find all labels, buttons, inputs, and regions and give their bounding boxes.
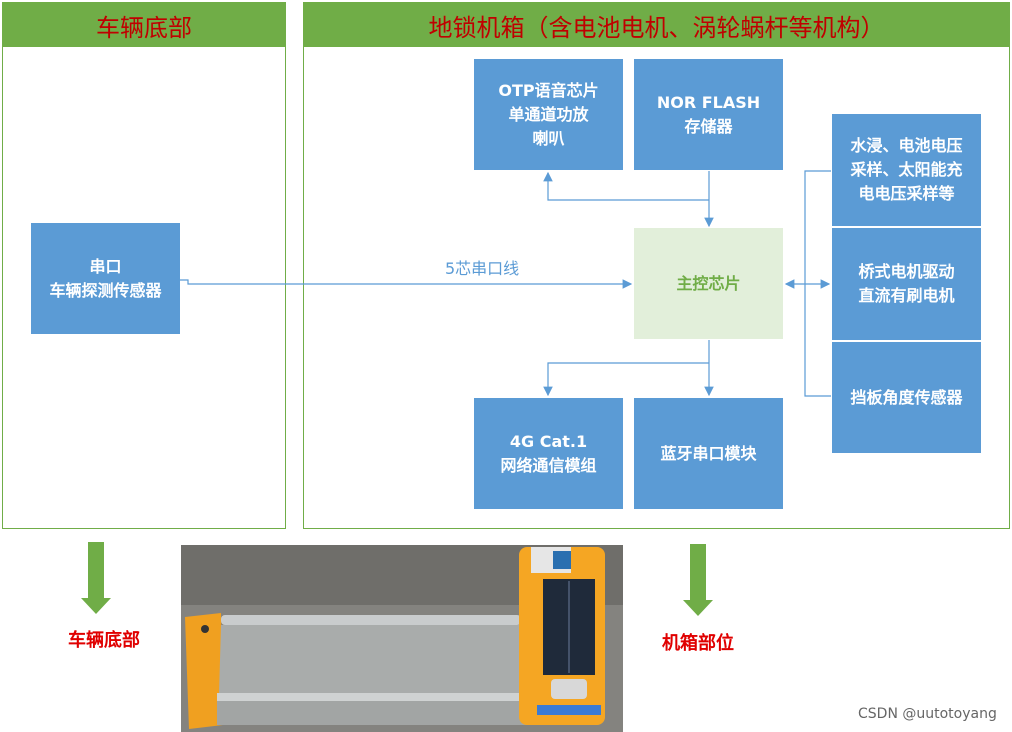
water-voltage-sampling-block: 水浸、电池电压 采样、太阳能充 电电压采样等 — [832, 114, 981, 226]
4g-module-block: 4G Cat.1 网络通信模组 — [474, 398, 623, 509]
peripheral-bus — [804, 170, 831, 397]
main-controller-block: 主控芯片 — [634, 228, 783, 339]
baffle-angle-sensor-block: 挡板角度传感器 — [832, 342, 981, 453]
ground-lock-illustration — [181, 545, 623, 732]
nor-flash-block: NOR FLASH 存储器 — [634, 59, 783, 170]
vehicle-bottom-footer-label: 车辆底部 — [68, 630, 140, 651]
serial-line — [180, 279, 633, 289]
bridge-motor-driver-block: 桥式电机驱动 直流有刷电机 — [832, 228, 981, 340]
left-down-arrow — [81, 542, 111, 614]
vehicle-sensor-block: 串口 车辆探测传感器 — [31, 223, 180, 334]
serial-line-label: 5芯串口线 — [445, 259, 520, 278]
right-down-arrow — [683, 544, 713, 616]
main-to-4g-arrow — [543, 362, 709, 397]
main-to-otp-arrow — [543, 171, 709, 201]
vehicle-bottom-title: 车辆底部 — [3, 3, 285, 47]
otp-voice-chip-block: OTP语音芯片 单通道功放 喇叭 — [474, 59, 623, 170]
csdn-watermark: CSDN @uutotoyang — [858, 706, 997, 722]
product-photo — [181, 545, 623, 732]
lock-box-title: 地锁机箱（含电池电机、涡轮蜗杆等机构） — [304, 3, 1009, 47]
box-part-footer-label: 机箱部位 — [662, 633, 734, 654]
bluetooth-serial-block: 蓝牙串口模块 — [634, 398, 783, 509]
